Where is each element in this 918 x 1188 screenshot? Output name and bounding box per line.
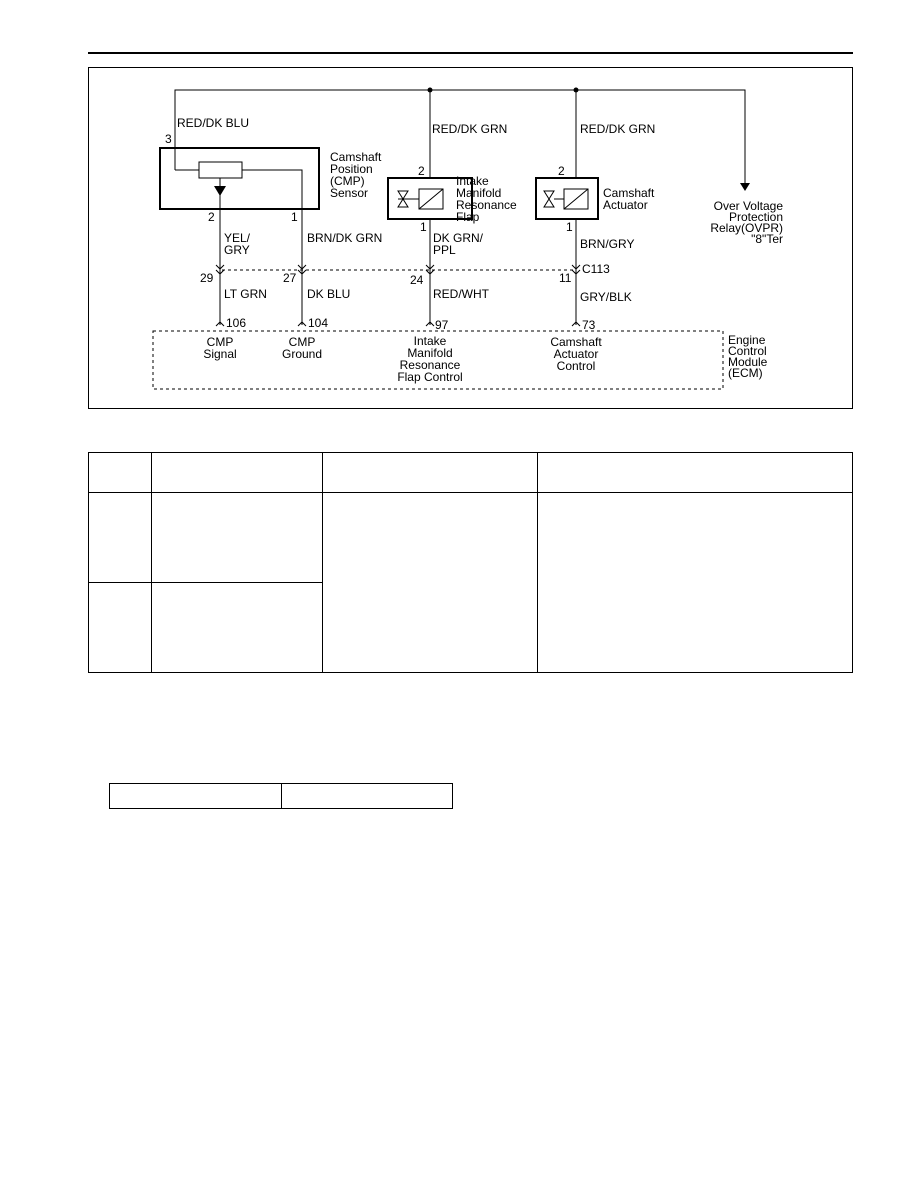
table-cell [322,492,538,673]
table-row [109,783,453,809]
cmp-output-triangle-icon [214,186,226,196]
cam-coil-diagonal [563,188,589,210]
wire-label-imrf-control-upper: DK GRN/PPL [433,231,484,257]
table-cell [151,451,323,494]
cam-valve-icon [543,190,555,208]
table-cell [88,451,152,494]
cmp-sensor-box [159,147,320,210]
table-cell [322,451,538,494]
ecm-box [152,330,724,390]
ovpr-arrow-icon [740,183,750,191]
table-row [88,581,853,674]
ecm-pin-cam: 73 [582,318,596,332]
wire-label-cmp-ground-lower: DK BLU [307,287,350,301]
pin-cmp-supply: 3 [165,132,172,146]
header-rule [88,52,853,54]
wire-label-cmp-signal-upper: YEL/GRY [224,231,251,257]
pin-cam-top: 2 [558,164,565,178]
table-row [88,492,853,673]
table-cell [88,581,152,674]
diagnostic-table [88,451,853,674]
pin-cmp-ground: 1 [291,210,298,224]
connector-chevrons [215,264,581,275]
table-cell [151,581,323,674]
pin-cam-bottom: 1 [566,220,573,234]
pin-cmp-signal: 2 [208,210,215,224]
ecm-pin-arrows [215,321,581,327]
imrf-coil-diagonal [418,188,444,210]
connector-cavity-cam: 11 [559,271,572,285]
table-cell [537,492,853,673]
supply-bus-wire [174,89,746,185]
table-header-row [88,451,853,494]
cam-actuator-box [535,177,599,220]
wire-label-cmp-supply: RED/DK BLU [177,116,249,130]
ecm-pin-cmp-signal: 106 [226,316,246,330]
table-cell [537,451,853,494]
table-cell [88,492,152,583]
wire-label-cam-supply: RED/DK GRN [580,122,655,136]
pin-imrf-top: 2 [418,164,425,178]
wiring-diagram-frame [88,67,853,409]
wire-label-cam-control-lower: GRY/BLK [580,290,632,304]
wire-label-imrf-control-lower: RED/WHT [433,287,490,301]
table-cell [109,783,282,809]
table-cell [281,783,453,809]
wire-label-cmp-ground-upper: BRN/DK GRN [307,231,382,245]
ecm-pin-imrf: 97 [435,318,449,332]
cmp-internal-ground [242,169,303,209]
wire-label-cmp-signal-lower: LT GRN [224,287,267,301]
pin-imrf-bottom: 1 [420,220,427,234]
ecm-pin-cmp-ground: 104 [308,316,328,330]
connector-name: C113 [582,262,610,276]
connector-cavity-cmp-ground: 27 [283,271,297,285]
reference-table [109,783,453,809]
cmp-element-icon [198,161,243,179]
imrf-valve-icon [397,190,409,208]
wire-label-imrf-supply: RED/DK GRN [432,122,507,136]
connector-cavity-cmp-signal: 29 [200,271,214,285]
table-cell [151,492,323,583]
connector-cavity-imrf: 24 [410,273,424,287]
wire-label-cam-control-upper: BRN/GRY [580,237,634,251]
